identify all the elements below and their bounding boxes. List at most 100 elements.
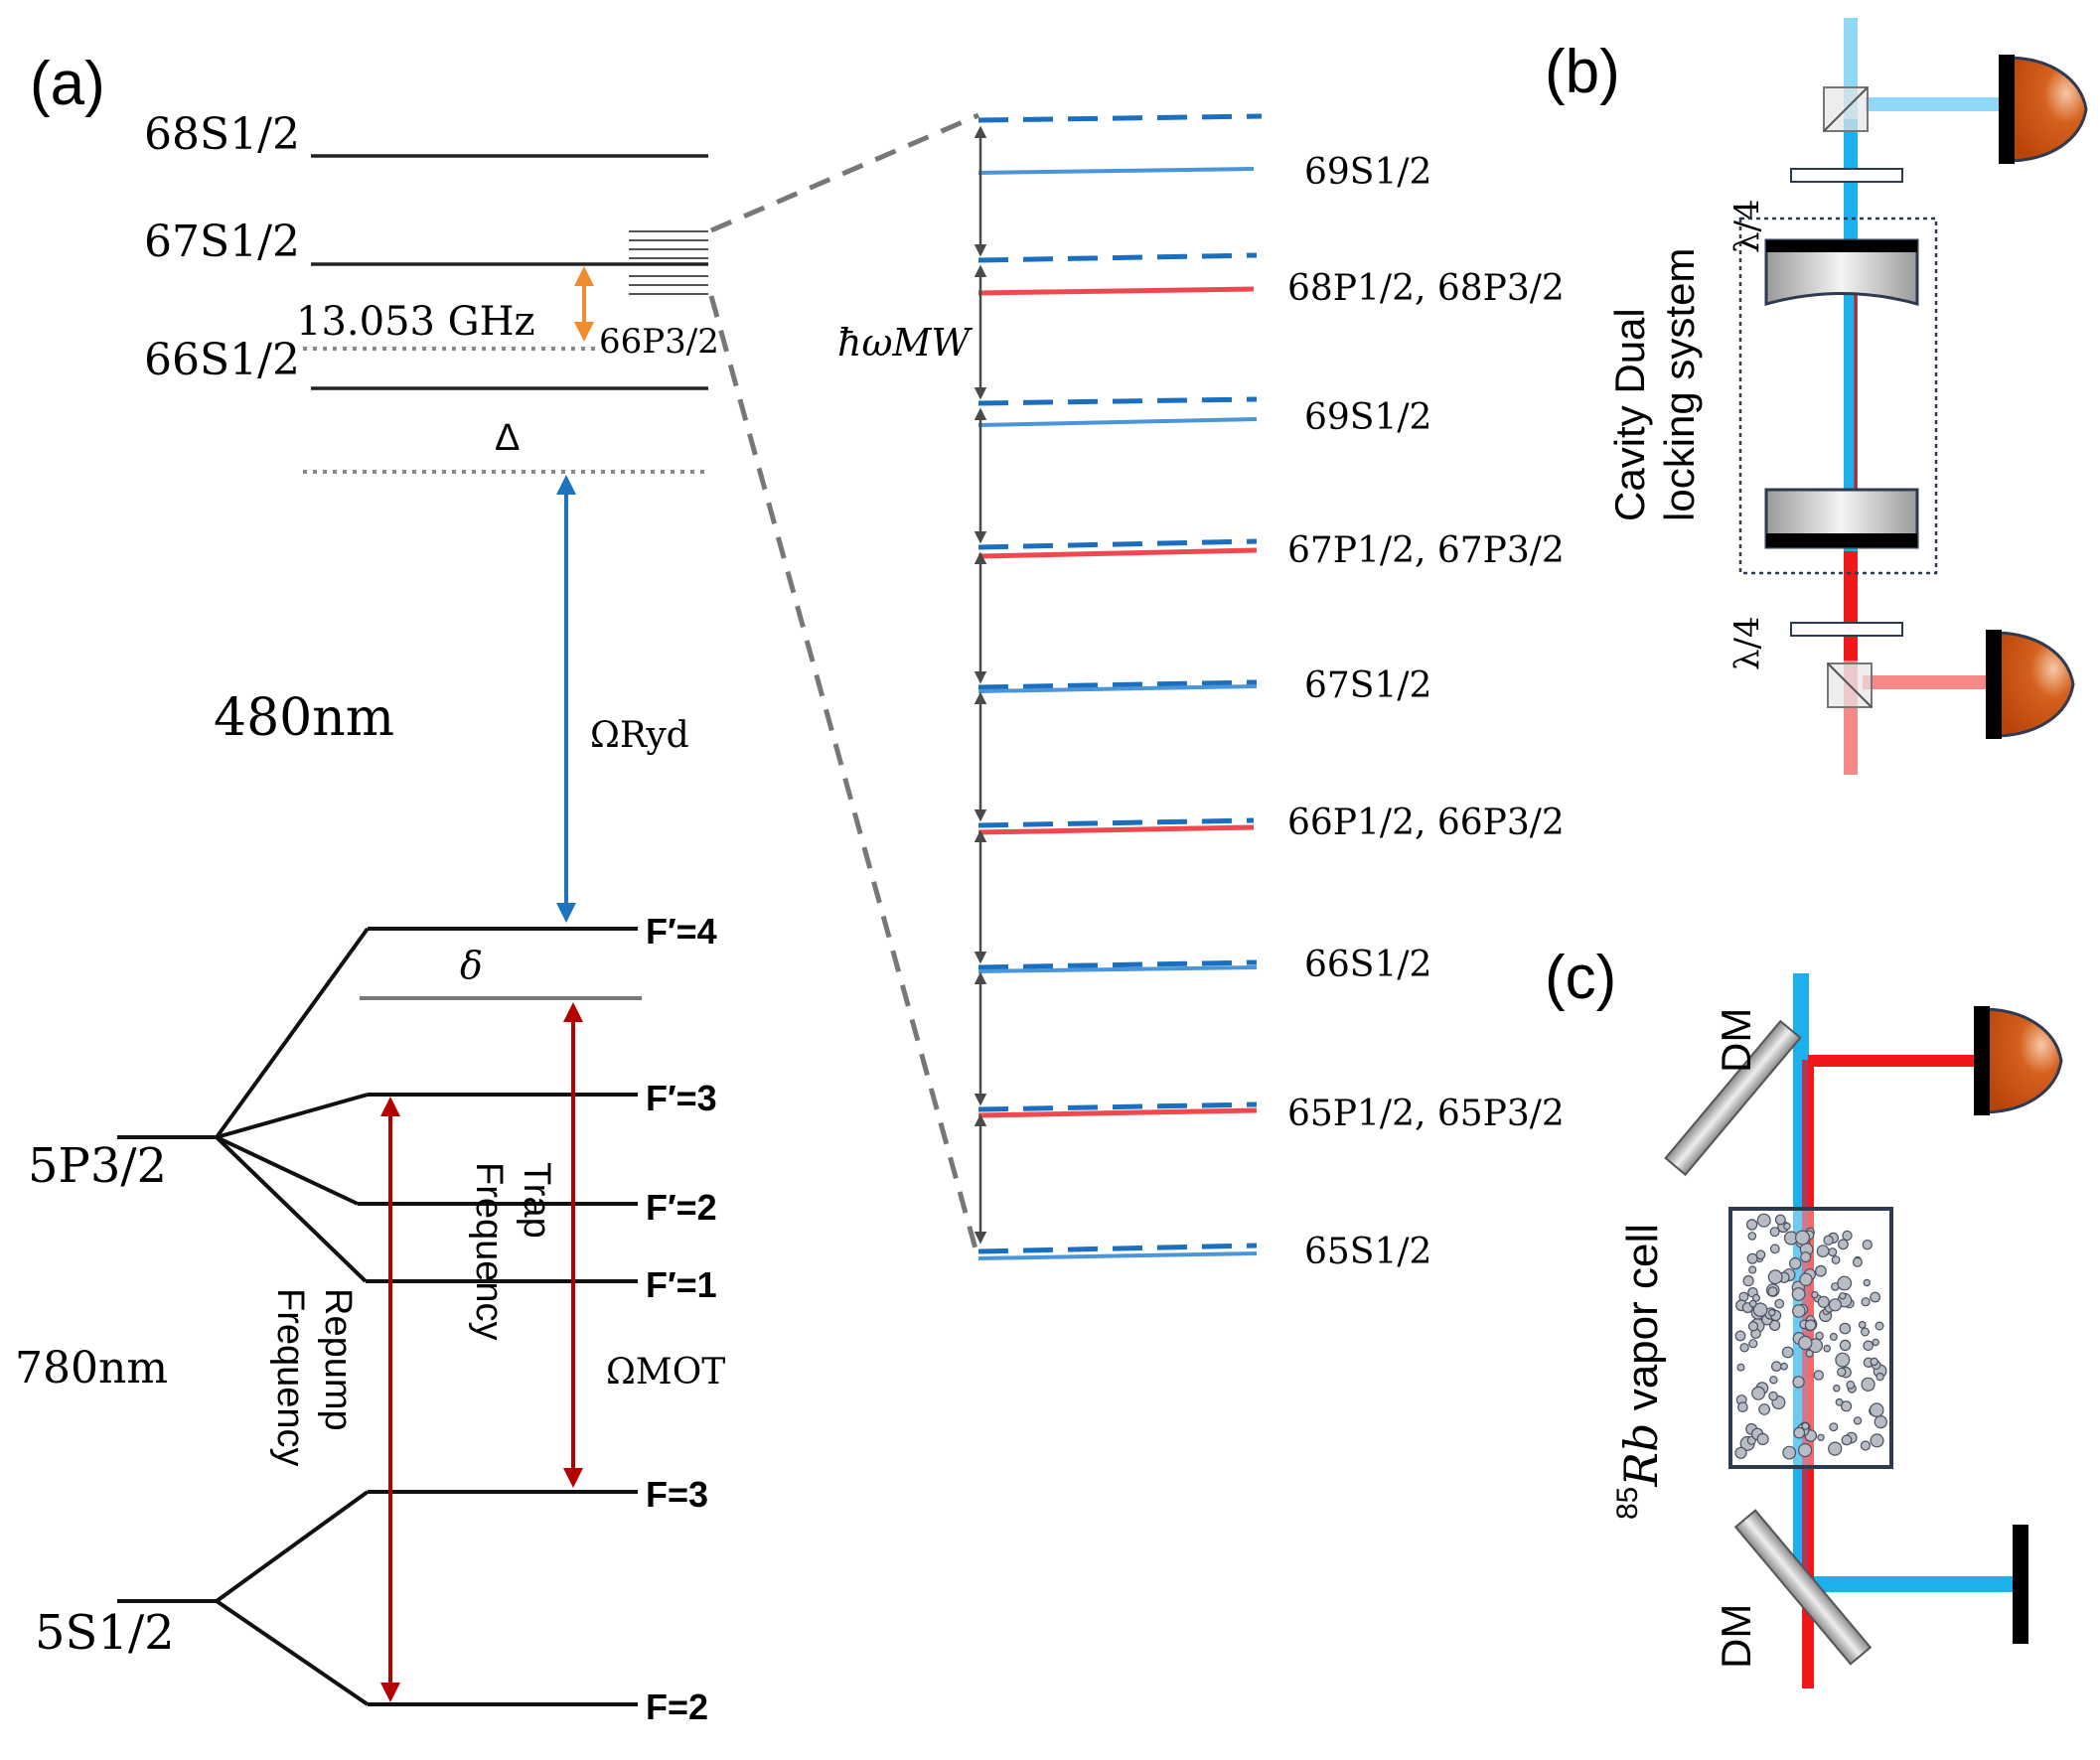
atom xyxy=(1839,1322,1852,1335)
atom xyxy=(1747,1232,1757,1241)
label-f2p: F′=2 xyxy=(646,1187,717,1228)
label-f3p: F′=3 xyxy=(646,1078,717,1118)
atom xyxy=(1813,1370,1825,1381)
atom xyxy=(1782,1445,1797,1460)
atom xyxy=(1823,1235,1834,1246)
atom xyxy=(1837,1275,1853,1291)
atom xyxy=(1811,1290,1819,1299)
panel-b: (b) λ/4 λ/4 Cavity Dual locking xyxy=(1545,18,2088,775)
atom xyxy=(1863,1278,1872,1287)
atom xyxy=(1814,1264,1827,1277)
dm-bottom-label-wrap: DM xyxy=(1713,1604,1759,1669)
atom xyxy=(1748,1339,1758,1349)
label-5s12: 5S1/2 xyxy=(35,1605,175,1661)
atom xyxy=(1746,1252,1758,1264)
atom xyxy=(1781,1346,1794,1359)
atom xyxy=(1870,1291,1880,1303)
atom xyxy=(1829,1422,1839,1432)
detector-c xyxy=(1974,1006,2063,1115)
atom xyxy=(1742,1274,1754,1287)
cavity-box xyxy=(1738,217,1938,575)
atom xyxy=(1755,1249,1766,1260)
waveplate-bottom xyxy=(1790,622,1903,637)
atom xyxy=(1828,1441,1843,1456)
atom xyxy=(1805,1349,1814,1358)
ladder-label-9: 65S1/2 xyxy=(1304,1232,1431,1272)
vapor-atoms xyxy=(1734,1213,1887,1460)
excited-manifold xyxy=(117,927,638,1283)
atom xyxy=(1771,1361,1782,1372)
ladder-label-1: 69S1/2 xyxy=(1304,152,1431,193)
atom xyxy=(1734,1446,1747,1459)
cavity-title-line2: locking system xyxy=(1656,248,1703,521)
lambda-quarter-bottom: λ/4 xyxy=(1727,616,1767,670)
atom xyxy=(1828,1298,1843,1312)
panel-a: (a) 68S1/2 67S1/2 66S1/2 13.053 GHz 66P3… xyxy=(15,50,1565,1727)
atom xyxy=(1748,1265,1757,1274)
atom xyxy=(1835,1352,1851,1368)
trap-line1: Trap xyxy=(516,1162,557,1239)
label-68s: 68S1/2 xyxy=(144,109,300,160)
atom xyxy=(1751,1386,1766,1400)
atom xyxy=(1758,1403,1770,1415)
atom xyxy=(1793,1426,1806,1439)
lambda-quarter-top: λ/4 xyxy=(1727,199,1767,253)
atom xyxy=(1792,1304,1806,1318)
atom xyxy=(1863,1340,1874,1352)
label-f1p: F′=1 xyxy=(646,1264,717,1305)
atom xyxy=(1769,1376,1778,1385)
atom xyxy=(1769,1227,1780,1238)
atom xyxy=(1804,1319,1817,1332)
wp-label-bottom: λ/4 xyxy=(1727,616,1767,670)
atom xyxy=(1839,1292,1847,1300)
waveplate-top xyxy=(1790,168,1903,183)
dm-top xyxy=(1664,1019,1802,1177)
atom xyxy=(1841,1434,1853,1446)
label-66s: 66S1/2 xyxy=(144,335,300,385)
ladder-label-3: 69S1/2 xyxy=(1304,397,1431,438)
atom xyxy=(1767,1308,1776,1317)
atom xyxy=(1858,1320,1867,1329)
atom xyxy=(1748,1299,1757,1308)
cavity-mirror-top-coating xyxy=(1766,240,1917,252)
beam-stop xyxy=(2013,1525,2028,1644)
atom xyxy=(1875,1372,1884,1382)
atom xyxy=(1797,1442,1813,1458)
cavity-mirror-top xyxy=(1764,238,1919,306)
repump-line1: Repump xyxy=(317,1288,359,1431)
vapor-cell-word: vapor cell xyxy=(1618,1224,1667,1410)
atom xyxy=(1767,1269,1783,1285)
trap-line2: Frequency xyxy=(468,1162,510,1341)
atom xyxy=(1846,1380,1856,1390)
vapor-cell-text: 85Rb vapor cell xyxy=(1611,1224,1668,1520)
element-symbol: Rb xyxy=(1614,1423,1668,1488)
dm-bottom-label: DM xyxy=(1713,1604,1759,1669)
atom xyxy=(1860,1327,1870,1337)
label-f4: F′=4 xyxy=(646,911,717,952)
atom xyxy=(1734,1330,1746,1342)
atom xyxy=(1756,1213,1771,1228)
detector-top xyxy=(1999,55,2088,164)
atom xyxy=(1794,1230,1810,1246)
atom xyxy=(1862,1239,1874,1250)
vapor-cell-label: 85Rb vapor cell xyxy=(1611,1224,1668,1520)
atom xyxy=(1739,1343,1749,1353)
atom xyxy=(1756,1432,1769,1446)
sublevel-label: 66P3/2 xyxy=(599,322,719,362)
repump-line2: Frequency xyxy=(269,1288,311,1467)
atom xyxy=(1768,1391,1778,1401)
label-f2: F=2 xyxy=(646,1687,708,1727)
atom xyxy=(1852,1256,1863,1267)
atom xyxy=(1780,1362,1788,1371)
atom xyxy=(1774,1214,1786,1226)
atom xyxy=(1816,1245,1830,1257)
delta-label: δ xyxy=(460,944,483,987)
atom xyxy=(1801,1421,1810,1430)
ladder-label-7: 66S1/2 xyxy=(1304,945,1431,985)
atom xyxy=(1752,1302,1768,1317)
atom xyxy=(1791,1287,1806,1301)
atom xyxy=(1840,1400,1853,1412)
atom xyxy=(1751,1293,1760,1302)
mw-label: ħωMW xyxy=(837,321,973,365)
atom xyxy=(1817,1433,1825,1442)
